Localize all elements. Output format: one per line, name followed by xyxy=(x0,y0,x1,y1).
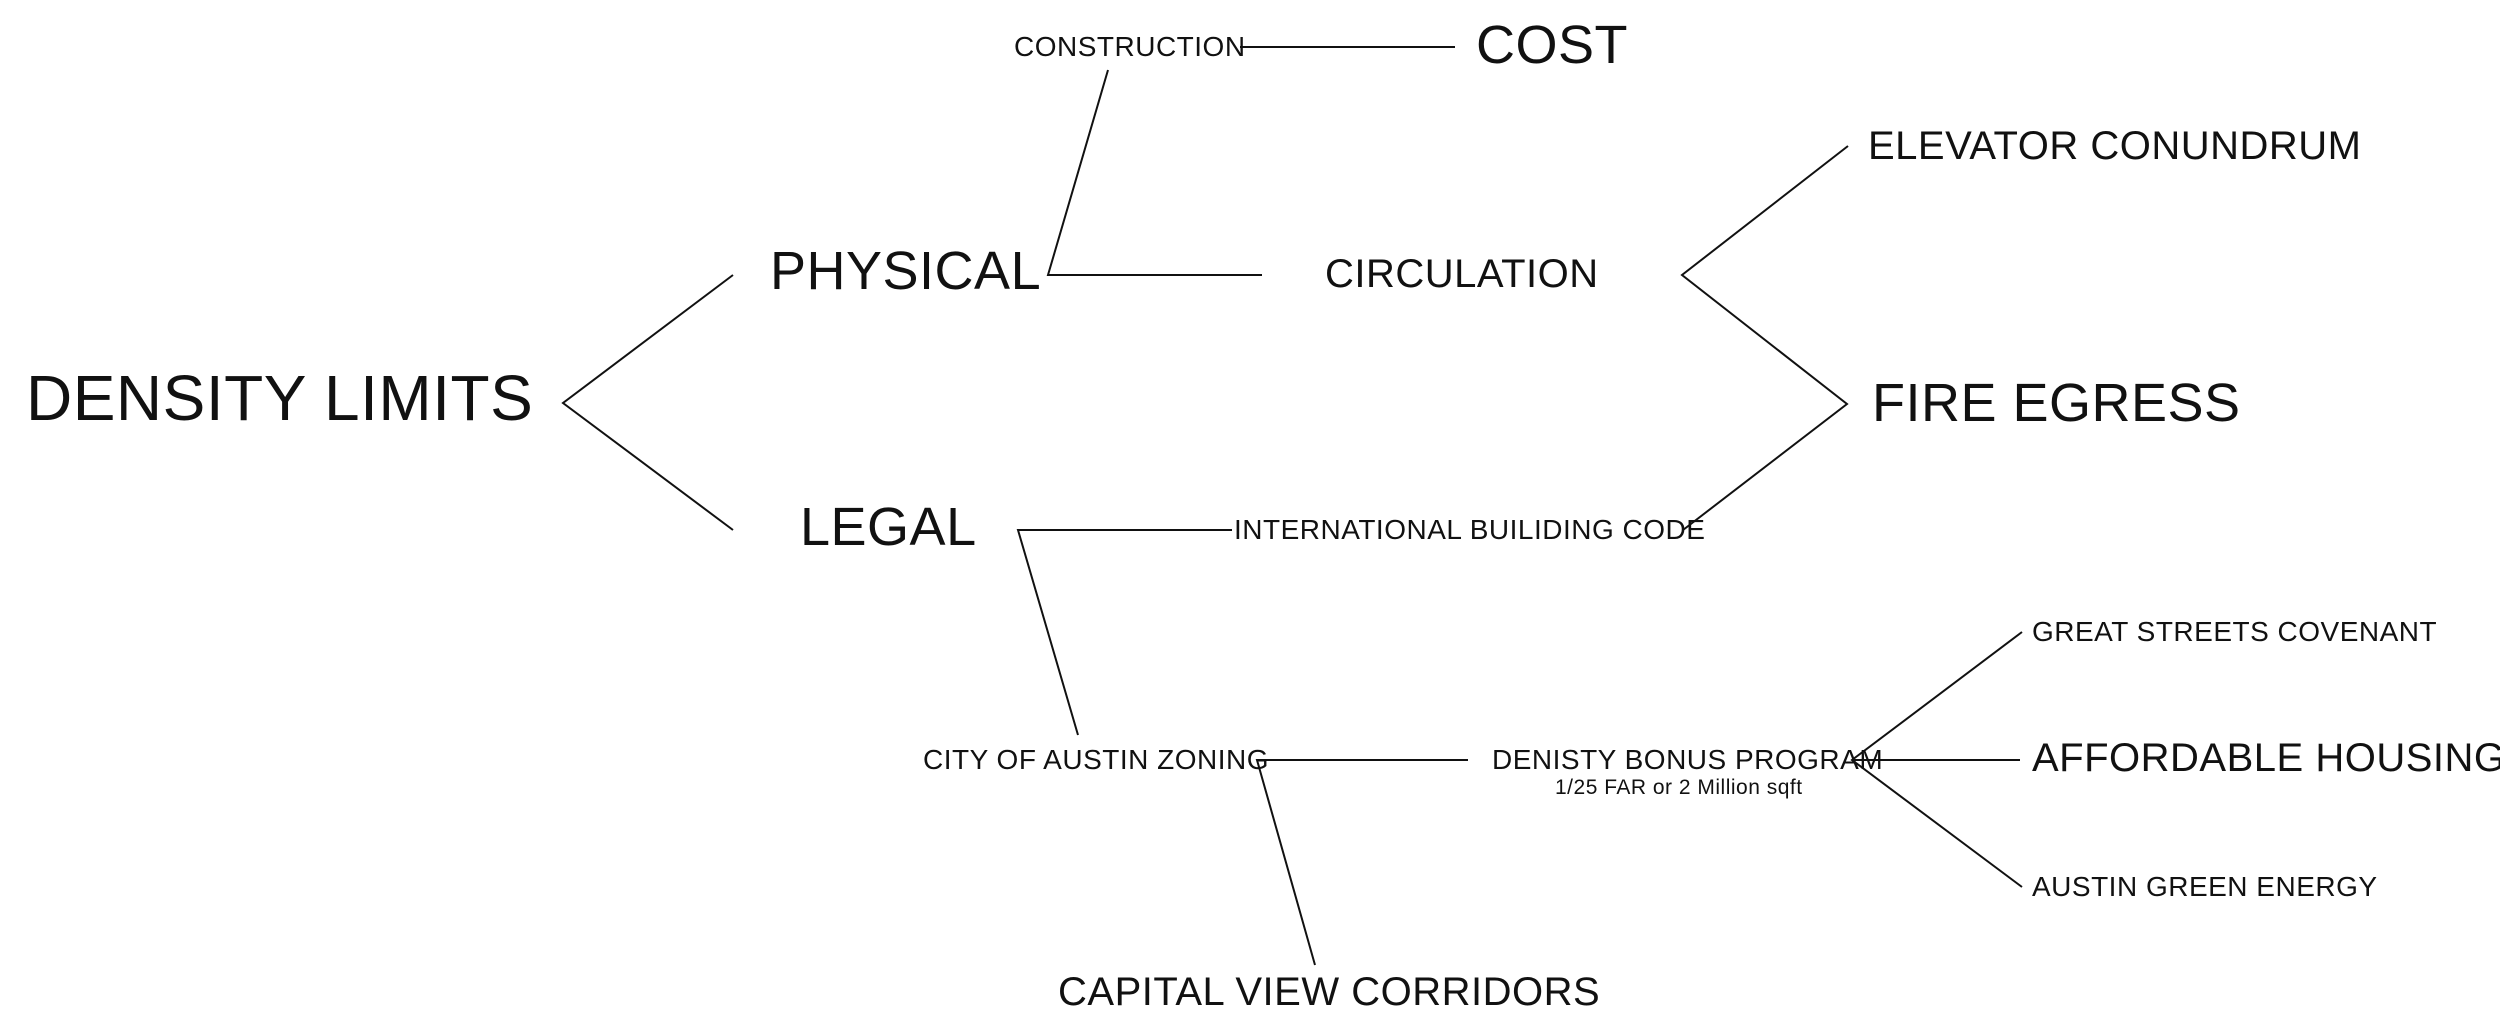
cost-label: COST xyxy=(1476,15,1629,75)
legal-label: LEGAL xyxy=(800,497,977,557)
bonus-note-label: 1/25 FAR or 2 Million sqft xyxy=(1555,776,1803,799)
elevator-label: ELEVATOR CONUNDRUM xyxy=(1868,124,2362,168)
connector-physical-fork xyxy=(1046,69,1262,276)
connector-root-fork xyxy=(561,274,734,531)
fire-egress-label: FIRE EGRESS xyxy=(1872,373,2241,433)
great-streets-label: GREAT STREETS COVENANT xyxy=(2032,616,2438,647)
construction-label: CONSTRUCTION xyxy=(1014,31,1246,62)
connector-circulation-elevator xyxy=(1680,145,1849,531)
circulation-label: CIRCULATION xyxy=(1325,252,1599,296)
connector-zoning-fork xyxy=(1255,759,1468,966)
green-energy-label: AUSTIN GREEN ENERGY xyxy=(2032,871,2378,902)
connector-legal-fork xyxy=(1016,529,1232,736)
affordable-housing-label: AFFORDABLE HOUSING xyxy=(2032,736,2500,780)
ibc-label: INTERNATIONAL BUILIDING CODE xyxy=(1234,514,1706,545)
physical-label: PHYSICAL xyxy=(770,241,1042,301)
capital-view-label: CAPITAL VIEW CORRIDORS xyxy=(1058,970,1601,1014)
bonus-program-label: DENISTY BONUS PROGRAM xyxy=(1492,744,1884,775)
root-label: DENSITY LIMITS xyxy=(26,362,534,434)
zoning-label: CITY OF AUSTIN ZONING xyxy=(923,744,1270,775)
